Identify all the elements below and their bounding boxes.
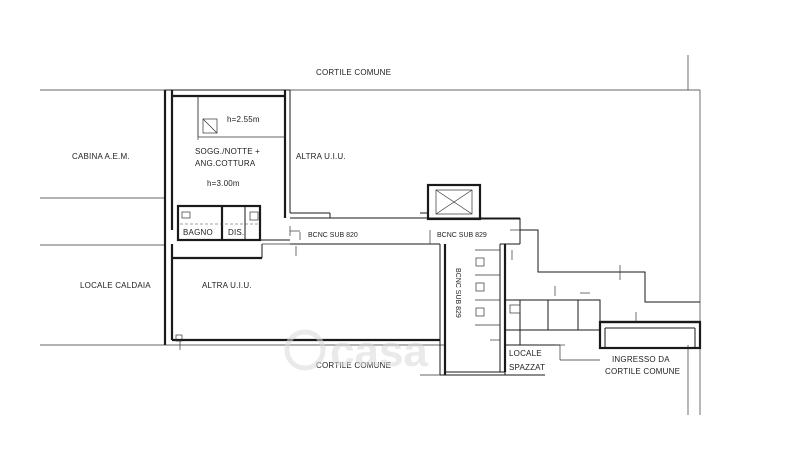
right-wing-walls bbox=[505, 229, 702, 361]
label-ingresso-1: INGRESSO DA bbox=[612, 355, 670, 364]
bagno-dis-walls bbox=[176, 204, 262, 242]
corridor-829 bbox=[420, 217, 521, 376]
label-altra-top: ALTRA U.I.U. bbox=[296, 152, 346, 161]
watermark-logo: casa bbox=[284, 327, 428, 376]
label-bagno: BAGNO bbox=[183, 228, 213, 237]
label-bcnc-820: BCNC SUB 820 bbox=[308, 232, 358, 239]
lower-unit-walls bbox=[165, 334, 445, 350]
label-sogg-line1: SOGG./NOTTE + bbox=[195, 147, 260, 156]
label-altra-bottom: ALTRA U.I.U. bbox=[202, 281, 252, 290]
label-cortile-bottom: CORTILE COMUNE bbox=[316, 361, 391, 370]
label-sogg-line2: ANG.COTTURA bbox=[195, 159, 256, 168]
label-bcnc-829-h: BCNC SUB 829 bbox=[437, 232, 487, 239]
watermark-text: casa bbox=[330, 327, 428, 376]
label-cortile-top: CORTILE COMUNE bbox=[316, 68, 391, 77]
main-unit-walls bbox=[163, 89, 291, 345]
label-dis: DIS. bbox=[228, 228, 244, 237]
label-locale-spazz-1: LOCALE bbox=[509, 349, 542, 358]
locale-spazzatura bbox=[420, 345, 545, 376]
site-boundary bbox=[40, 55, 701, 415]
label-cabina: CABINA A.E.M. bbox=[72, 152, 130, 161]
label-ingresso-2: CORTILE COMUNE bbox=[605, 367, 680, 376]
label-height-2: h=3.00m bbox=[207, 179, 240, 188]
corridor-820 bbox=[170, 212, 440, 340]
label-height-1: h=2.55m bbox=[227, 115, 260, 124]
label-bcnc-829-v: BCNC SUB 829 bbox=[454, 268, 461, 318]
label-locale-caldaia: LOCALE CALDAIA bbox=[80, 281, 151, 290]
shaft-box bbox=[420, 183, 520, 221]
label-locale-spazz-2: SPAZZAT bbox=[509, 363, 545, 372]
